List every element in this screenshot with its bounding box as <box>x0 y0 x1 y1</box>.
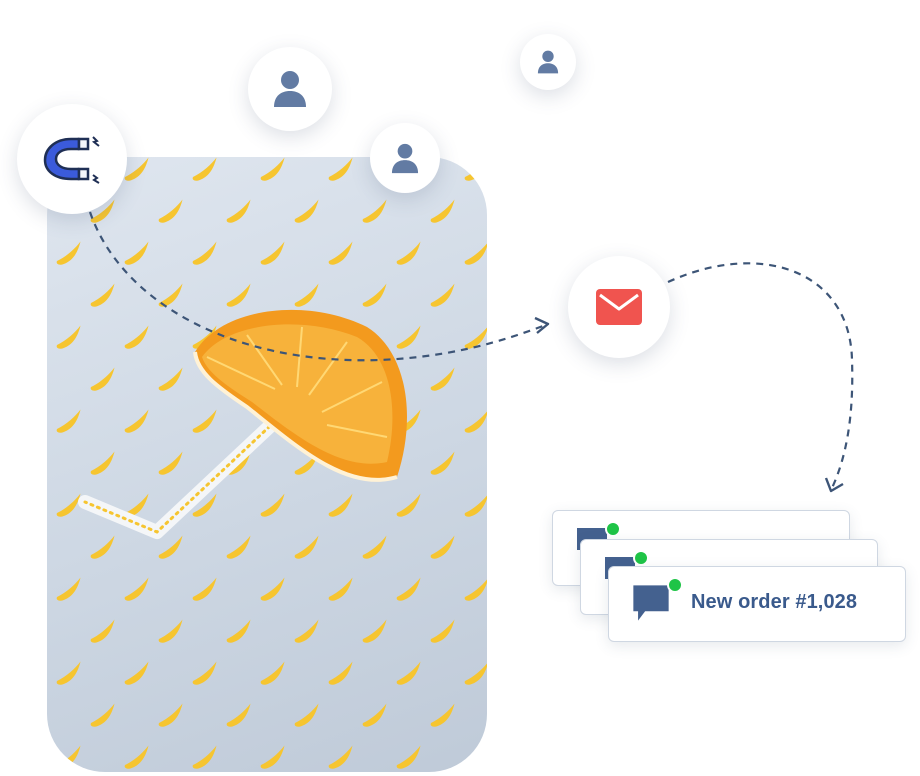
raindrop-shape <box>224 703 254 728</box>
raindrop-shape <box>54 745 84 770</box>
raindrop-shape <box>292 703 322 728</box>
raindrop-shape <box>156 367 186 392</box>
raindrop-shape <box>156 283 186 308</box>
raindrop-shape <box>326 493 356 518</box>
online-indicator <box>605 521 621 537</box>
raindrop-shape <box>122 745 152 770</box>
raindrop-shape <box>190 241 220 266</box>
raindrop-shape <box>190 577 220 602</box>
user-bubble-3 <box>520 34 576 90</box>
magnet-icon <box>43 136 100 184</box>
raindrop-shape <box>88 451 118 476</box>
raindrop-shape <box>190 745 220 770</box>
raindrop-shape <box>292 199 322 224</box>
raindrop-shape <box>122 661 152 686</box>
mail-bubble <box>568 256 670 358</box>
raindrop-shape <box>462 157 487 182</box>
raindrop-shape <box>326 745 356 770</box>
raindrop-shape <box>326 661 356 686</box>
mail-icon <box>596 289 642 325</box>
chat-icon <box>633 585 669 621</box>
raindrop-shape <box>122 409 152 434</box>
photo-illustration <box>54 157 487 770</box>
raindrop-shape <box>258 577 288 602</box>
raindrop-shape <box>326 157 356 182</box>
raindrop-shape <box>88 619 118 644</box>
user-icon <box>274 71 306 107</box>
raindrop-shape <box>360 619 390 644</box>
raindrop-shape <box>258 241 288 266</box>
raindrop-shape <box>394 745 424 770</box>
raindrop-shape <box>394 577 424 602</box>
raindrop-shape <box>428 535 458 560</box>
raindrop-shape <box>190 409 220 434</box>
user-icon <box>537 50 559 74</box>
raindrop-shape <box>292 283 322 308</box>
raindrop-shape <box>462 493 487 518</box>
online-indicator <box>667 577 683 593</box>
raindrop-shape <box>462 325 487 350</box>
raindrop-shape <box>428 451 458 476</box>
raindrop-shape <box>394 493 424 518</box>
raindrop-shape <box>258 493 288 518</box>
raindrop-shape <box>394 241 424 266</box>
orange-umbrella-photo <box>47 157 487 772</box>
raindrop-shape <box>462 661 487 686</box>
raindrop-shape <box>88 703 118 728</box>
raindrop-shape <box>88 535 118 560</box>
raindrop-shape <box>156 619 186 644</box>
raindrop-shape <box>224 283 254 308</box>
raindrop-shape <box>190 157 220 182</box>
raindrop-shape <box>54 409 84 434</box>
raindrop-shape <box>326 241 356 266</box>
raindrop-shape <box>224 619 254 644</box>
raindrop-shape <box>428 703 458 728</box>
raindrop-shape <box>428 199 458 224</box>
raindrop-shape <box>462 409 487 434</box>
raindrop-shape <box>462 241 487 266</box>
raindrop-shape <box>54 661 84 686</box>
raindrop-shape <box>394 325 424 350</box>
user-bubble-2 <box>370 123 440 193</box>
magnet-bubble <box>17 104 127 214</box>
raindrop-shape <box>54 325 84 350</box>
raindrop-shape <box>54 241 84 266</box>
raindrop-shape <box>122 325 152 350</box>
raindrop-shape <box>428 367 458 392</box>
raindrop-shape <box>326 577 356 602</box>
raindrop-shape <box>156 451 186 476</box>
raindrop-shape <box>428 283 458 308</box>
raindrop-shape <box>190 661 220 686</box>
raindrop-shape <box>88 367 118 392</box>
raindrop-shape <box>122 577 152 602</box>
user-icon <box>391 143 419 173</box>
raindrop-shape <box>394 661 424 686</box>
notification-text: New order #1,028 <box>691 591 858 613</box>
raindrop-shape <box>88 283 118 308</box>
raindrop-shape <box>360 703 390 728</box>
raindrop-shape <box>428 619 458 644</box>
raindrop-shape <box>224 199 254 224</box>
raindrop-shape <box>258 661 288 686</box>
raindrop-shape <box>258 745 288 770</box>
raindrop-shape <box>462 577 487 602</box>
raindrop-shape <box>292 535 322 560</box>
raindrop-shape <box>360 283 390 308</box>
raindrop-shape <box>54 577 84 602</box>
raindrop-shape <box>156 703 186 728</box>
raindrop-shape <box>462 745 487 770</box>
raindrop-shape <box>122 241 152 266</box>
raindrop-shape <box>224 535 254 560</box>
raindrop-shape <box>360 535 390 560</box>
notification-card-3[interactable]: New order #1,028 <box>608 566 906 642</box>
raindrop-shape <box>360 199 390 224</box>
raindrop-shape <box>292 619 322 644</box>
user-bubble-1 <box>248 47 332 131</box>
online-indicator <box>633 550 649 566</box>
raindrop-shape <box>258 157 288 182</box>
raindrop-shape <box>156 199 186 224</box>
raindrop-shape <box>156 535 186 560</box>
